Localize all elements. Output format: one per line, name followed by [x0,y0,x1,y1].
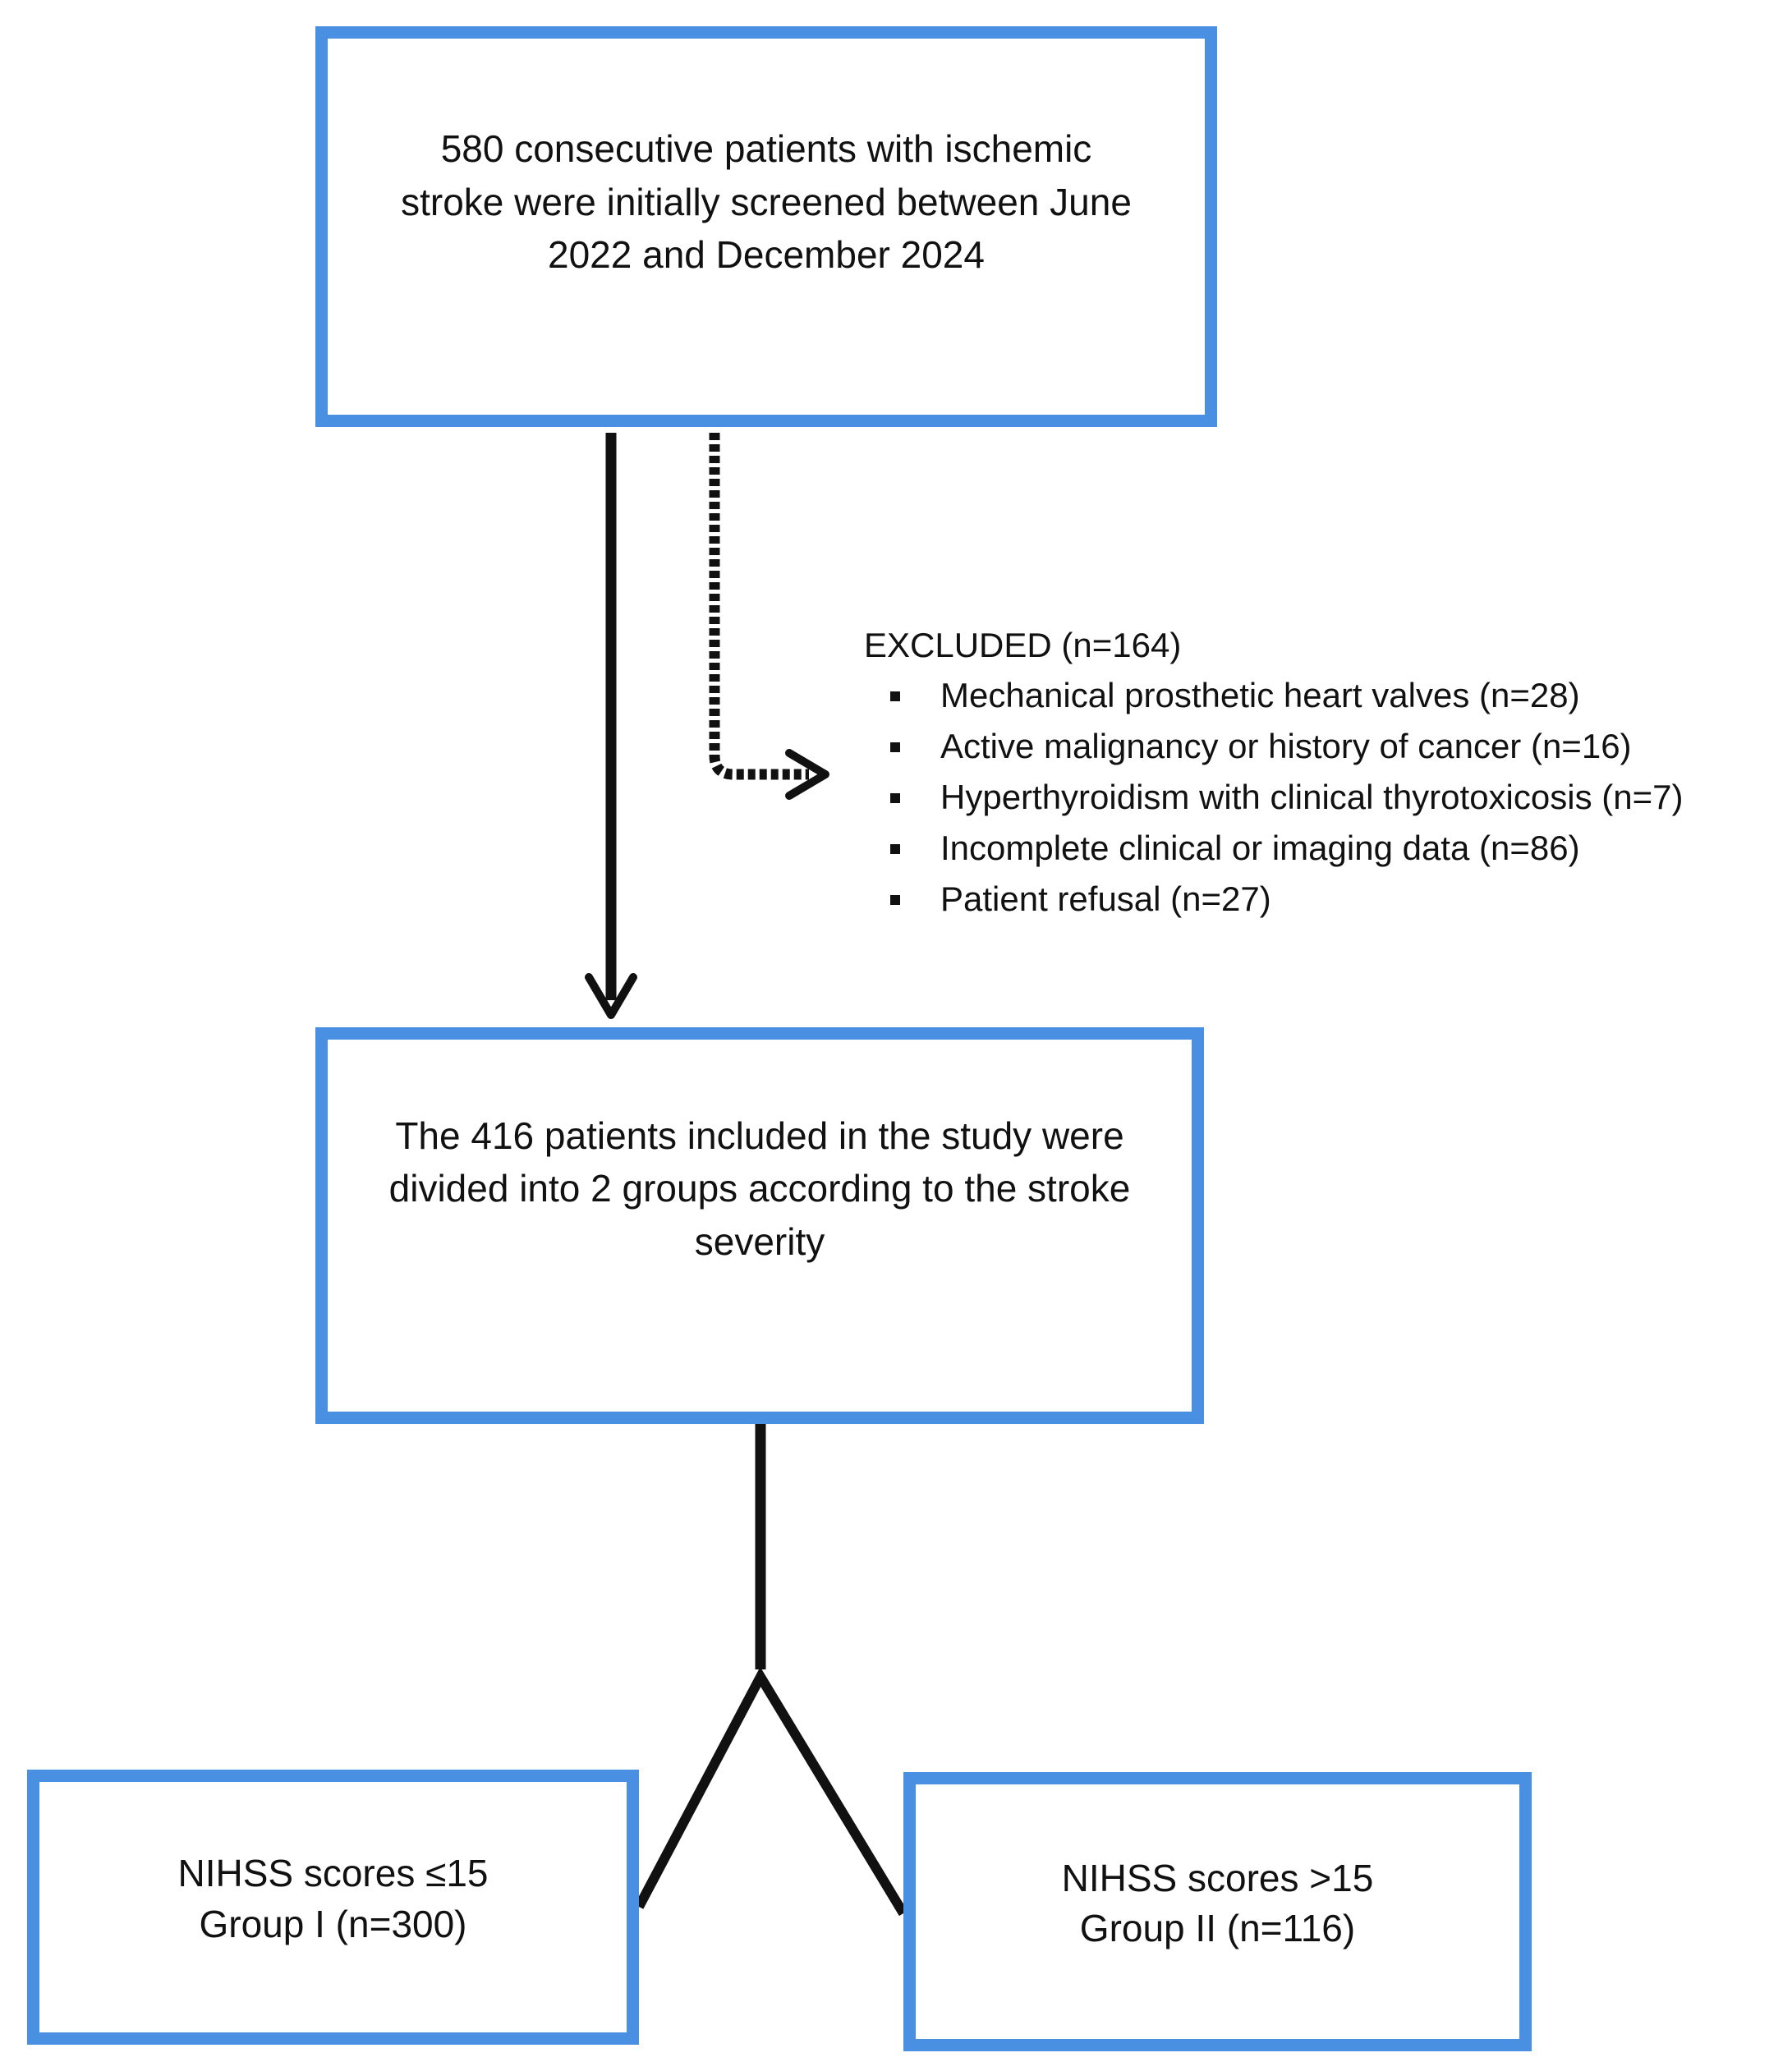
group2-nihss-label: NIHSS scores >15 [1061,1856,1374,1899]
bullet-icon [890,895,900,905]
screened-patients-text: 580 consecutive patients with ischemic s… [401,127,1132,277]
excluded-item-text: Incomplete clinical or imaging data (n=8… [940,829,1580,867]
bullet-icon [890,691,900,701]
group1-nihss-label: NIHSS scores ≤15 [177,1852,489,1895]
excluded-item: Incomplete clinical or imaging data (n=8… [864,823,1784,874]
group1-box: NIHSS scores ≤15 Group I (n=300) [27,1770,639,2045]
bullet-icon [890,793,900,803]
excluded-item: Patient refusal (n=27) [864,874,1784,925]
group2-text: NIHSS scores >15 Group II (n=116) [939,1853,1497,1954]
group2-count-label: Group II (n=116) [1079,1907,1356,1949]
screened-patients-box: 580 consecutive patients with ischemic s… [315,26,1217,427]
arrowhead-included [585,973,637,1019]
excluded-item: Hyperthyroidism with clinical thyrotoxic… [864,772,1784,823]
excluded-item-text: Mechanical prosthetic heart valves (n=28… [940,676,1580,714]
excluded-section: EXCLUDED (n=164) Mechanical prosthetic h… [864,621,1784,925]
included-patients-text: The 416 patients included in the study w… [388,1114,1131,1263]
excluded-item: Active malignancy or history of cancer (… [864,721,1784,772]
group2-box: NIHSS scores >15 Group II (n=116) [903,1772,1532,2051]
bullet-icon [890,742,900,752]
group1-text: NIHSS scores ≤15 Group I (n=300) [54,1848,613,1949]
excluded-item-text: Active malignancy or history of cancer (… [940,727,1632,765]
group1-count-label: Group I (n=300) [199,1902,467,1945]
excluded-list: Mechanical prosthetic heart valves (n=28… [864,670,1784,925]
dotted-arrow-to-excluded [709,433,809,780]
excluded-item: Mechanical prosthetic heart valves (n=28… [864,670,1784,721]
bullet-icon [890,844,900,854]
excluded-item-text: Patient refusal (n=27) [940,879,1271,918]
excluded-title: EXCLUDED (n=164) [864,626,1182,664]
excluded-item-text: Hyperthyroidism with clinical thyrotoxic… [940,778,1684,816]
arrowhead-excluded [785,749,829,800]
included-patients-box: The 416 patients included in the study w… [315,1027,1204,1424]
split-connector-branches [634,1666,908,1917]
